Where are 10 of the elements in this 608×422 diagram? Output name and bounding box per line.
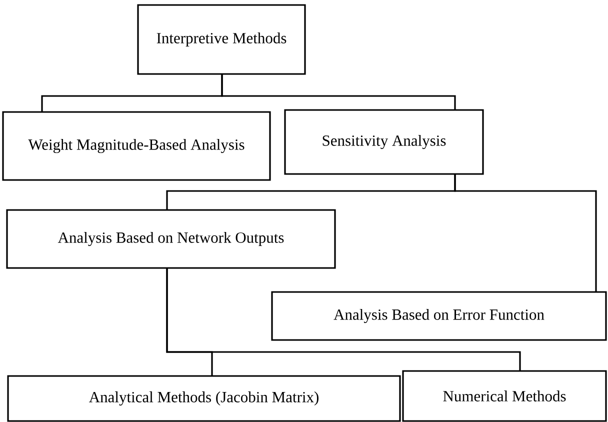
category-box: Numerical Methods [402, 370, 607, 422]
connector-line [454, 174, 597, 292]
category-box: Sensitivity Analysis [284, 109, 484, 175]
category-box: Analytical Methods (Jacobin Matrix) [7, 375, 401, 422]
category-box: Analysis Based on Error Function [271, 291, 607, 341]
category-box: Weight Magnitude-Based Analysis [2, 111, 271, 181]
connector-line [166, 268, 521, 371]
category-box: Analysis Based on Network Outputs [6, 209, 336, 269]
category-box: Interpretive Methods [137, 4, 306, 75]
connector-line [221, 74, 456, 110]
